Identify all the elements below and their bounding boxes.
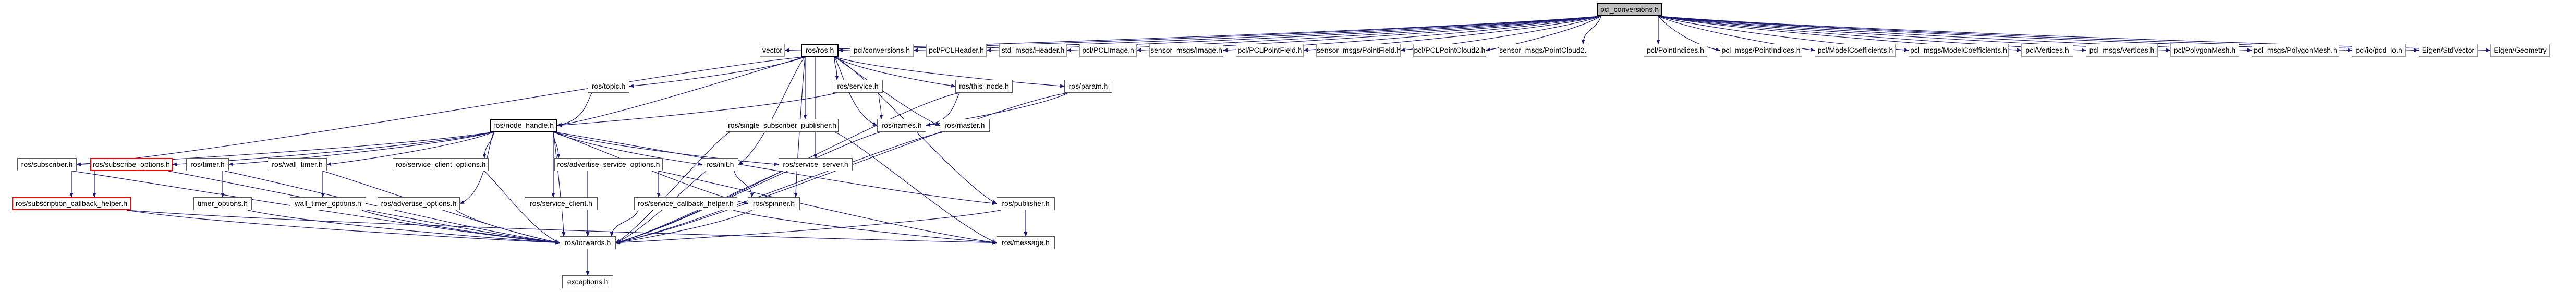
graph-node-fwd[interactable]: ros/forwards.h xyxy=(560,236,616,249)
graph-node-smpc2: sensor_msgs/PointCloud2.h xyxy=(1499,44,1587,57)
graph-node-sub[interactable]: ros/subscriber.h xyxy=(17,158,77,171)
include-edge-service-names xyxy=(878,92,883,119)
include-edge-rosros-topic xyxy=(629,56,806,88)
graph-node-aso[interactable]: ros/advertise_service_options.h xyxy=(554,158,663,171)
graph-node-main[interactable]: pcl_conversions.h xyxy=(1597,3,1662,16)
graph-node-thisnode[interactable]: ros/this_node.h xyxy=(955,80,1013,93)
include-edge-rosros-sub xyxy=(76,56,806,166)
include-edge-param-fwd xyxy=(615,92,1069,244)
graph-node-master[interactable]: ros/master.h xyxy=(940,119,990,132)
graph-node-pclpc2: pcl/PCLPointCloud2.h xyxy=(1413,44,1486,57)
include-edge-aso-msg xyxy=(658,171,997,244)
include-edge-rosros-param xyxy=(834,56,1065,88)
graph-node-msg[interactable]: ros/message.h xyxy=(997,236,1055,249)
graph-node-pclpm: pcl/PolygonMesh.h xyxy=(2170,44,2239,57)
graph-node-subopt[interactable]: ros/subscribe_options.h xyxy=(90,158,173,171)
graph-node-advopt[interactable]: ros/advertise_options.h xyxy=(378,197,460,210)
include-edge-thisnode-names xyxy=(926,92,960,127)
graph-node-ssrv[interactable]: ros/service_server.h xyxy=(779,158,853,171)
include-edge-pub-fwd xyxy=(615,210,1001,245)
include-edge-topic-nh xyxy=(557,92,592,127)
graph-node-pclv: pcl/Vertices.h xyxy=(2021,44,2073,57)
include-edge-nh-walltimer xyxy=(326,131,494,166)
include-edge-main-smpc2 xyxy=(1581,16,1601,44)
include-edge-spinner-fwd xyxy=(615,210,752,244)
include-edge-sch2-fwd xyxy=(126,210,560,245)
graph-node-pclmc: pcl/ModelCoefficients.h xyxy=(1815,44,1896,57)
graph-node-sclient[interactable]: ros/service_client.h xyxy=(525,197,598,210)
graph-node-wtopt[interactable]: wall_timer_options.h xyxy=(290,197,366,210)
graph-node-vector: vector xyxy=(760,44,785,57)
graph-node-egeo: Eigen/Geometry xyxy=(2490,44,2550,57)
include-edge-wtopt-fwd xyxy=(361,210,560,245)
include-edge-nh-pub xyxy=(553,131,997,205)
include-edge-master-fwd xyxy=(615,131,944,244)
include-edge-ssp-msg xyxy=(834,131,997,244)
graph-node-param[interactable]: ros/param.h xyxy=(1064,80,1112,93)
include-edge-nh-sco xyxy=(482,131,494,159)
graph-node-names[interactable]: ros/names.h xyxy=(877,119,926,132)
graph-node-ssp[interactable]: ros/single_subscriber_publisher.h xyxy=(726,119,839,132)
graph-node-pub[interactable]: ros/publisher.h xyxy=(997,197,1055,210)
include-edge-nh-timer xyxy=(228,131,494,166)
graph-node-smpf: sensor_msgs/PointField.h xyxy=(1316,44,1401,57)
graph-node-pmpm: pcl_msgs/PolygonMesh.h xyxy=(2252,44,2339,57)
graph-node-estd: Eigen/StdVector xyxy=(2419,44,2478,57)
graph-node-topt[interactable]: timer_options.h xyxy=(193,197,252,210)
graph-node-pclheader: pcl/PCLHeader.h xyxy=(926,44,987,57)
graph-node-pmpi: pcl_msgs/PointIndices.h xyxy=(1720,44,1802,57)
graph-node-smimage: sensor_msgs/Image.h xyxy=(1149,44,1223,57)
graph-node-sch2[interactable]: ros/subscription_callback_helper.h xyxy=(12,197,131,210)
graph-node-topic[interactable]: ros/topic.h xyxy=(588,80,629,93)
graph-node-rosros[interactable]: ros/ros.h xyxy=(801,44,839,57)
graph-node-pcdio: pcl/io/pcd_io.h xyxy=(2352,44,2406,57)
graph-node-pclconv: pcl/conversions.h xyxy=(850,44,914,57)
graph-node-pmmc: pcl_msgs/ModelCoefficients.h xyxy=(1909,44,2009,57)
include-edge-rosros-init xyxy=(738,56,806,165)
include-edge-scbh-msg xyxy=(733,210,997,245)
include-edge-rosros-nh xyxy=(557,56,806,127)
graph-node-spinner[interactable]: ros/spinner.h xyxy=(748,197,800,210)
graph-node-pclpf: pcl/PCLPointField.h xyxy=(1236,44,1304,57)
graph-node-pmv: pcl_msgs/Vertices.h xyxy=(2086,44,2158,57)
graph-node-pclpi: pcl/PointIndices.h xyxy=(1644,44,1707,57)
include-edge-service-nh xyxy=(557,92,837,127)
include-edge-ssp-fwd xyxy=(615,131,731,244)
include-edge-nh-ssrv xyxy=(553,131,779,166)
include-edge-advopt-fwd xyxy=(455,210,560,244)
include-edge-topt-fwd xyxy=(247,210,560,245)
graph-node-scbh[interactable]: ros/service_callback_helper.h xyxy=(634,197,737,210)
include-edge-sch2-msg xyxy=(126,210,997,245)
include-edge-main-pclpc2 xyxy=(1486,16,1601,52)
graph-node-stdheader: std_msgs/Header.h xyxy=(999,44,1067,57)
include-edge-main-pmpi xyxy=(1658,16,1720,52)
include-edge-scbh-fwd xyxy=(610,210,639,237)
graph-node-pclimage: pcl/PCLImage.h xyxy=(1079,44,1137,57)
graph-node-sco[interactable]: ros/service_client_options.h xyxy=(393,158,489,171)
graph-node-service[interactable]: ros/service.h xyxy=(833,80,883,93)
include-edge-rosros-thisnode xyxy=(834,56,956,88)
graph-node-nh[interactable]: ros/node_handle.h xyxy=(490,119,557,132)
graph-node-exc[interactable]: exceptions.h xyxy=(562,275,613,288)
include-edge-init-spinner xyxy=(734,171,754,198)
include-edge-rosros-master xyxy=(834,56,940,126)
include-edge-rosros-service xyxy=(834,56,839,80)
graph-node-init[interactable]: ros/init.h xyxy=(702,158,738,171)
graph-node-walltimer[interactable]: ros/wall_timer.h xyxy=(268,158,327,171)
include-edge-sco-fwd xyxy=(484,171,560,244)
include-edge-nh-fwd xyxy=(553,131,566,237)
graph-node-timer[interactable]: ros/timer.h xyxy=(186,158,229,171)
